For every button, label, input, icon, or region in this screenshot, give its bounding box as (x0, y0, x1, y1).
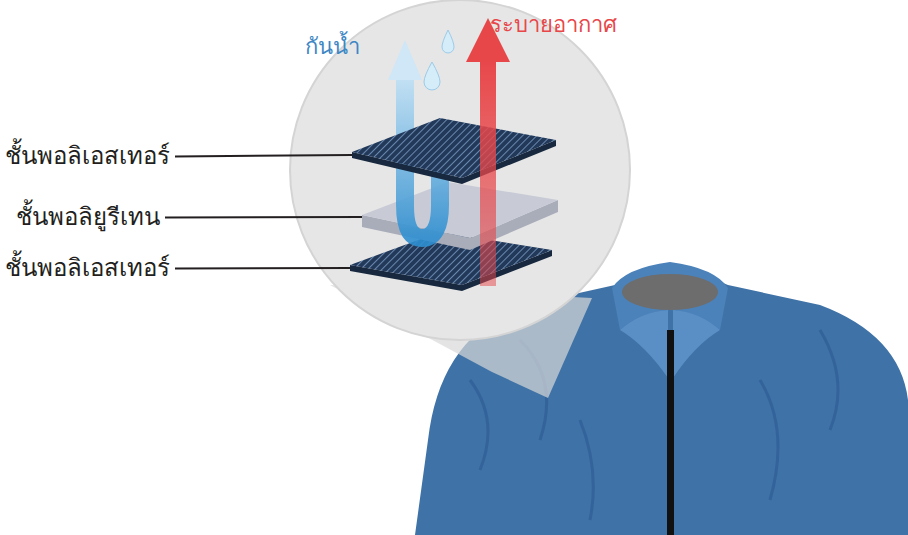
magnifier-circle (290, 0, 630, 340)
breathable-label: ระบายอากาศ (490, 12, 617, 38)
leader-line (165, 216, 362, 218)
layer-label: ชั้นพอลิเอสเทอร์ (5, 254, 170, 283)
water-drop (424, 62, 440, 90)
leader-line (175, 267, 350, 269)
layer-label: ชั้นพอลิยูรีเทน (16, 203, 160, 232)
breathable-arrow (480, 60, 496, 286)
polyester-layer (352, 118, 556, 178)
leader-line (175, 155, 352, 156)
water-drop (442, 30, 454, 53)
polyurethane-layer (362, 182, 558, 238)
waterproof-label: กันน้ำ (305, 34, 360, 60)
layer-label: ชั้นพอลิเอสเทอร์ (5, 142, 170, 171)
arrow-head (388, 40, 422, 80)
